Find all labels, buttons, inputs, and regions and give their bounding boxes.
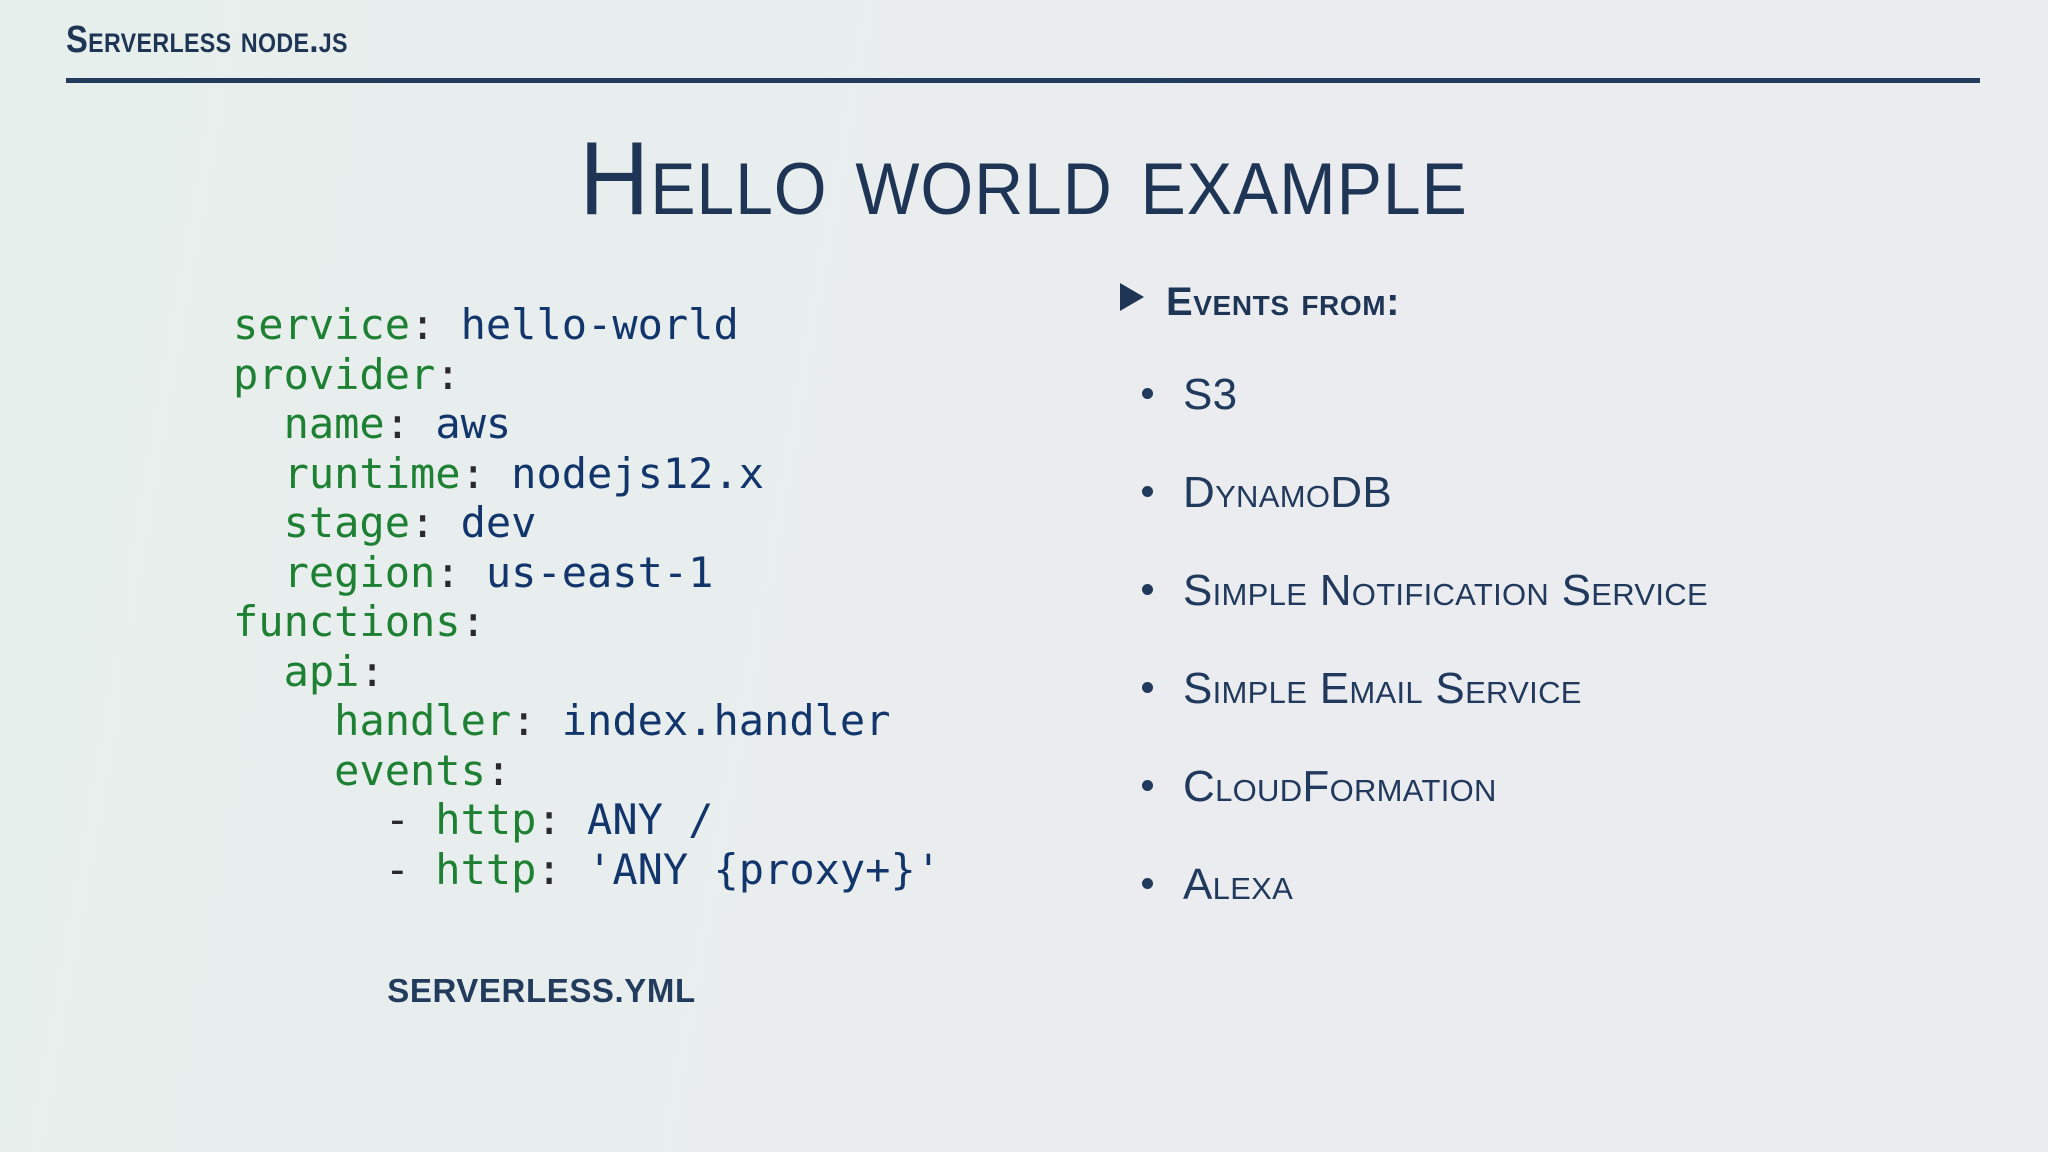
event-source-label: CloudFormation	[1183, 762, 1497, 811]
code-colon: :	[384, 399, 411, 448]
code-key: handler	[334, 696, 512, 745]
code-line: service: hello-world	[233, 300, 1110, 350]
code-line: api:	[233, 647, 1110, 697]
dot-bullet-icon	[1142, 388, 1153, 399]
dot-bullet-icon	[1142, 878, 1153, 889]
code-caption-filename: SERVERLESS.YML	[387, 972, 696, 1009]
code-colon: :	[485, 745, 512, 795]
code-value: 'ANY {proxy+}'	[561, 844, 942, 894]
code-value: hello-world	[435, 300, 739, 349]
code-list-dash: -	[384, 795, 436, 844]
code-key: runtime	[283, 448, 461, 498]
code-line: - http: 'ANY {proxy+}'	[233, 845, 1110, 895]
code-colon: :	[410, 498, 436, 547]
code-line: name: aws	[233, 399, 1110, 449]
code-key: functions	[233, 597, 461, 646]
event-source-label: Simple Notification Service	[1183, 566, 1708, 615]
event-source-item: Simple Notification Service	[1120, 569, 1980, 613]
code-line: provider:	[233, 350, 1110, 400]
code-key: http	[435, 844, 537, 894]
code-value: ANY /	[561, 795, 714, 844]
code-line: runtime: nodejs12.x	[233, 449, 1110, 499]
code-line: functions:	[233, 597, 1110, 647]
code-colon: :	[536, 795, 562, 844]
page-title-text: Hello world example	[579, 121, 1469, 237]
code-key: provider	[233, 349, 436, 399]
code-key: api	[283, 646, 360, 696]
code-colon: :	[511, 696, 537, 745]
code-colon: :	[460, 597, 486, 646]
code-key: stage	[283, 498, 411, 547]
code-line: - http: ANY /	[233, 795, 1110, 845]
code-colon: :	[435, 349, 461, 399]
event-source-item: Alexa	[1120, 863, 1980, 907]
dot-bullet-icon	[1142, 780, 1153, 791]
dot-bullet-icon	[1142, 584, 1153, 595]
code-key: region	[283, 547, 436, 597]
code-colon: :	[460, 448, 486, 498]
code-value: aws	[410, 399, 512, 448]
slide-header: Serverless node.js	[0, 0, 2048, 92]
code-value: index.handler	[536, 696, 891, 745]
event-source-item: DynamoDB	[1120, 471, 1980, 515]
code-key: name	[283, 399, 385, 448]
triangle-bullet-icon	[1120, 283, 1144, 311]
code-colon: :	[536, 844, 562, 894]
events-heading: Events from:	[1120, 280, 1980, 325]
slide-header-title: Serverless node.js	[66, 19, 348, 61]
code-line: events:	[233, 746, 1110, 796]
events-heading-label: Events from:	[1166, 280, 1401, 324]
code-key: service	[233, 300, 411, 349]
code-value: us-east-1	[460, 547, 714, 597]
code-colon: :	[435, 547, 461, 597]
code-value: nodejs12.x	[485, 448, 765, 498]
event-source-label: DynamoDB	[1183, 468, 1392, 517]
code-colon: :	[359, 646, 385, 696]
code-line: region: us-east-1	[233, 548, 1110, 598]
header-divider-rule	[66, 78, 1980, 83]
code-line: handler: index.handler	[233, 696, 1110, 746]
dot-bullet-icon	[1142, 682, 1153, 693]
event-source-item: Simple Email Service	[1120, 667, 1980, 711]
event-source-label: S3	[1183, 370, 1238, 419]
page-title: Hello world example	[0, 121, 2048, 237]
code-key: events	[334, 745, 486, 795]
event-source-item: CloudFormation	[1120, 765, 1980, 809]
code-line: stage: dev	[233, 498, 1110, 548]
code-value: dev	[435, 498, 537, 547]
event-source-label: Alexa	[1183, 860, 1294, 909]
code-colon: :	[410, 300, 436, 349]
event-source-item: S3	[1120, 373, 1980, 417]
code-key: http	[435, 795, 537, 844]
event-source-label: Simple Email Service	[1183, 664, 1582, 713]
dot-bullet-icon	[1142, 486, 1153, 497]
code-list-dash: -	[384, 844, 436, 894]
